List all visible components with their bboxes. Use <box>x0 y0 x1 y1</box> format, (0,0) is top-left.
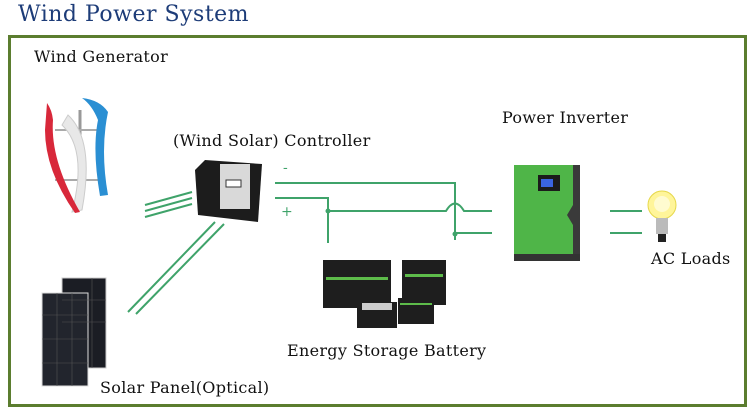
wire-wind-3 <box>144 203 193 218</box>
label-battery: Energy Storage Battery <box>287 341 487 360</box>
inverter-icon <box>514 165 580 261</box>
diagram-title: Wind Power System <box>18 2 250 27</box>
wiring <box>127 182 642 315</box>
wire-solar-1 <box>127 221 216 313</box>
wire-solar-2 <box>135 223 225 315</box>
wire-wind-2 <box>144 197 193 212</box>
label-wind-generator: Wind Generator <box>34 47 169 66</box>
label-solar-panel: Solar Panel(Optical) <box>100 378 270 397</box>
battery-bank-icon <box>323 260 446 328</box>
wire-positive-to-inverter <box>328 202 492 212</box>
wind-turbine-icon <box>45 98 108 213</box>
label-ac-loads: AC Loads <box>651 249 731 268</box>
charge-controller-icon <box>195 160 262 222</box>
junction-dot <box>452 231 458 237</box>
wire-positive <box>275 197 329 243</box>
wire-negative <box>275 182 456 240</box>
label-plus: + <box>281 204 294 220</box>
label-minus: - <box>283 160 289 176</box>
solar-panel-icon <box>41 277 107 387</box>
light-bulb-icon <box>647 190 677 242</box>
label-controller: (Wind Solar) Controller <box>173 131 371 150</box>
diagram-frame <box>8 35 747 407</box>
wire-wind-1 <box>144 191 193 206</box>
label-power-inverter: Power Inverter <box>502 108 629 127</box>
junction-dot <box>325 208 331 214</box>
